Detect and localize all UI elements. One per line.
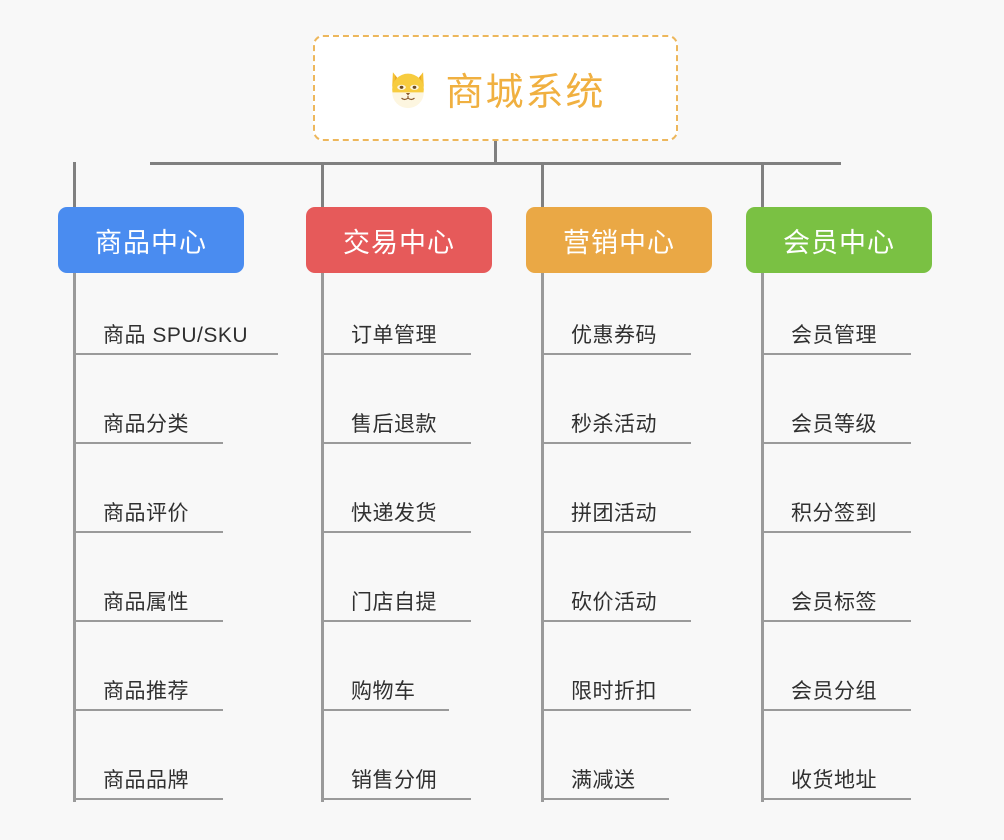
category-box-4[interactable]: 会员中心: [746, 207, 932, 273]
branch-drop-2: [321, 162, 324, 207]
leaf-underline: [73, 531, 223, 533]
root-stem: [494, 141, 497, 165]
branch-trunk-2: [321, 273, 324, 802]
leaf-underline: [73, 709, 223, 711]
leaf-underline: [761, 353, 911, 355]
leaf-underline: [541, 442, 691, 444]
branch-trunk-1: [73, 273, 76, 802]
leaf-underline: [73, 620, 223, 622]
leaf-underline: [761, 798, 911, 800]
leaf-label: 砍价活动: [571, 591, 657, 614]
category-label: 会员中心: [783, 227, 895, 258]
leaf-label: 积分签到: [791, 502, 877, 525]
leaf-underline: [761, 620, 911, 622]
leaf-label: 限时折扣: [571, 680, 657, 703]
leaf-underline: [321, 531, 471, 533]
leaf-underline: [73, 353, 278, 355]
category-label: 商品中心: [95, 227, 207, 258]
branch-drop-4: [761, 162, 764, 207]
category-box-3[interactable]: 营销中心: [526, 207, 712, 273]
leaf-label: 会员管理: [791, 324, 877, 347]
leaf-label: 商品推荐: [103, 680, 189, 703]
leaf-underline: [321, 620, 471, 622]
leaf-label: 商品属性: [103, 591, 189, 614]
leaf-underline: [321, 442, 471, 444]
leaf-underline: [761, 442, 911, 444]
leaf-label: 商品评价: [103, 502, 189, 525]
leaf-label: 会员等级: [791, 413, 877, 436]
leaf-underline: [73, 442, 223, 444]
root-title: 商城系统: [445, 71, 606, 114]
leaf-underline: [321, 709, 449, 711]
branch-trunk-4: [761, 273, 764, 802]
category-box-1[interactable]: 商品中心: [58, 207, 244, 273]
leaf-label: 快递发货: [351, 502, 437, 525]
category-label: 营销中心: [563, 227, 675, 258]
category-box-2[interactable]: 交易中心: [306, 207, 492, 273]
leaf-label: 会员分组: [791, 680, 877, 703]
leaf-label: 满减送: [571, 769, 636, 792]
root-node[interactable]: 商城系统: [313, 35, 678, 141]
leaf-label: 商品品牌: [103, 769, 189, 792]
leaf-label: 会员标签: [791, 591, 877, 614]
leaf-underline: [321, 798, 471, 800]
leaf-label: 收货地址: [791, 769, 877, 792]
leaf-label: 商品分类: [103, 413, 189, 436]
leaf-label: 拼团活动: [571, 502, 657, 525]
leaf-underline: [321, 353, 471, 355]
branch-trunk-3: [541, 273, 544, 802]
leaf-underline: [541, 620, 691, 622]
branch-drop-3: [541, 162, 544, 207]
leaf-label: 优惠券码: [571, 324, 657, 347]
category-label: 交易中心: [343, 227, 455, 258]
leaf-label: 门店自提: [351, 591, 437, 614]
leaf-label: 售后退款: [351, 413, 437, 436]
leaf-label: 订单管理: [351, 324, 437, 347]
leaf-underline: [761, 531, 911, 533]
leaf-underline: [761, 709, 911, 711]
leaf-label: 秒杀活动: [571, 413, 657, 436]
branch-drop-1: [73, 162, 76, 207]
leaf-underline: [541, 531, 691, 533]
leaf-underline: [73, 798, 223, 800]
horizontal-bus: [150, 162, 841, 165]
leaf-underline: [541, 353, 691, 355]
dog-face-icon: [385, 65, 431, 111]
leaf-underline: [541, 709, 691, 711]
leaf-underline: [541, 798, 669, 800]
leaf-label: 销售分佣: [351, 769, 437, 792]
leaf-label: 购物车: [351, 680, 416, 703]
leaf-label: 商品 SPU/SKU: [103, 324, 249, 347]
